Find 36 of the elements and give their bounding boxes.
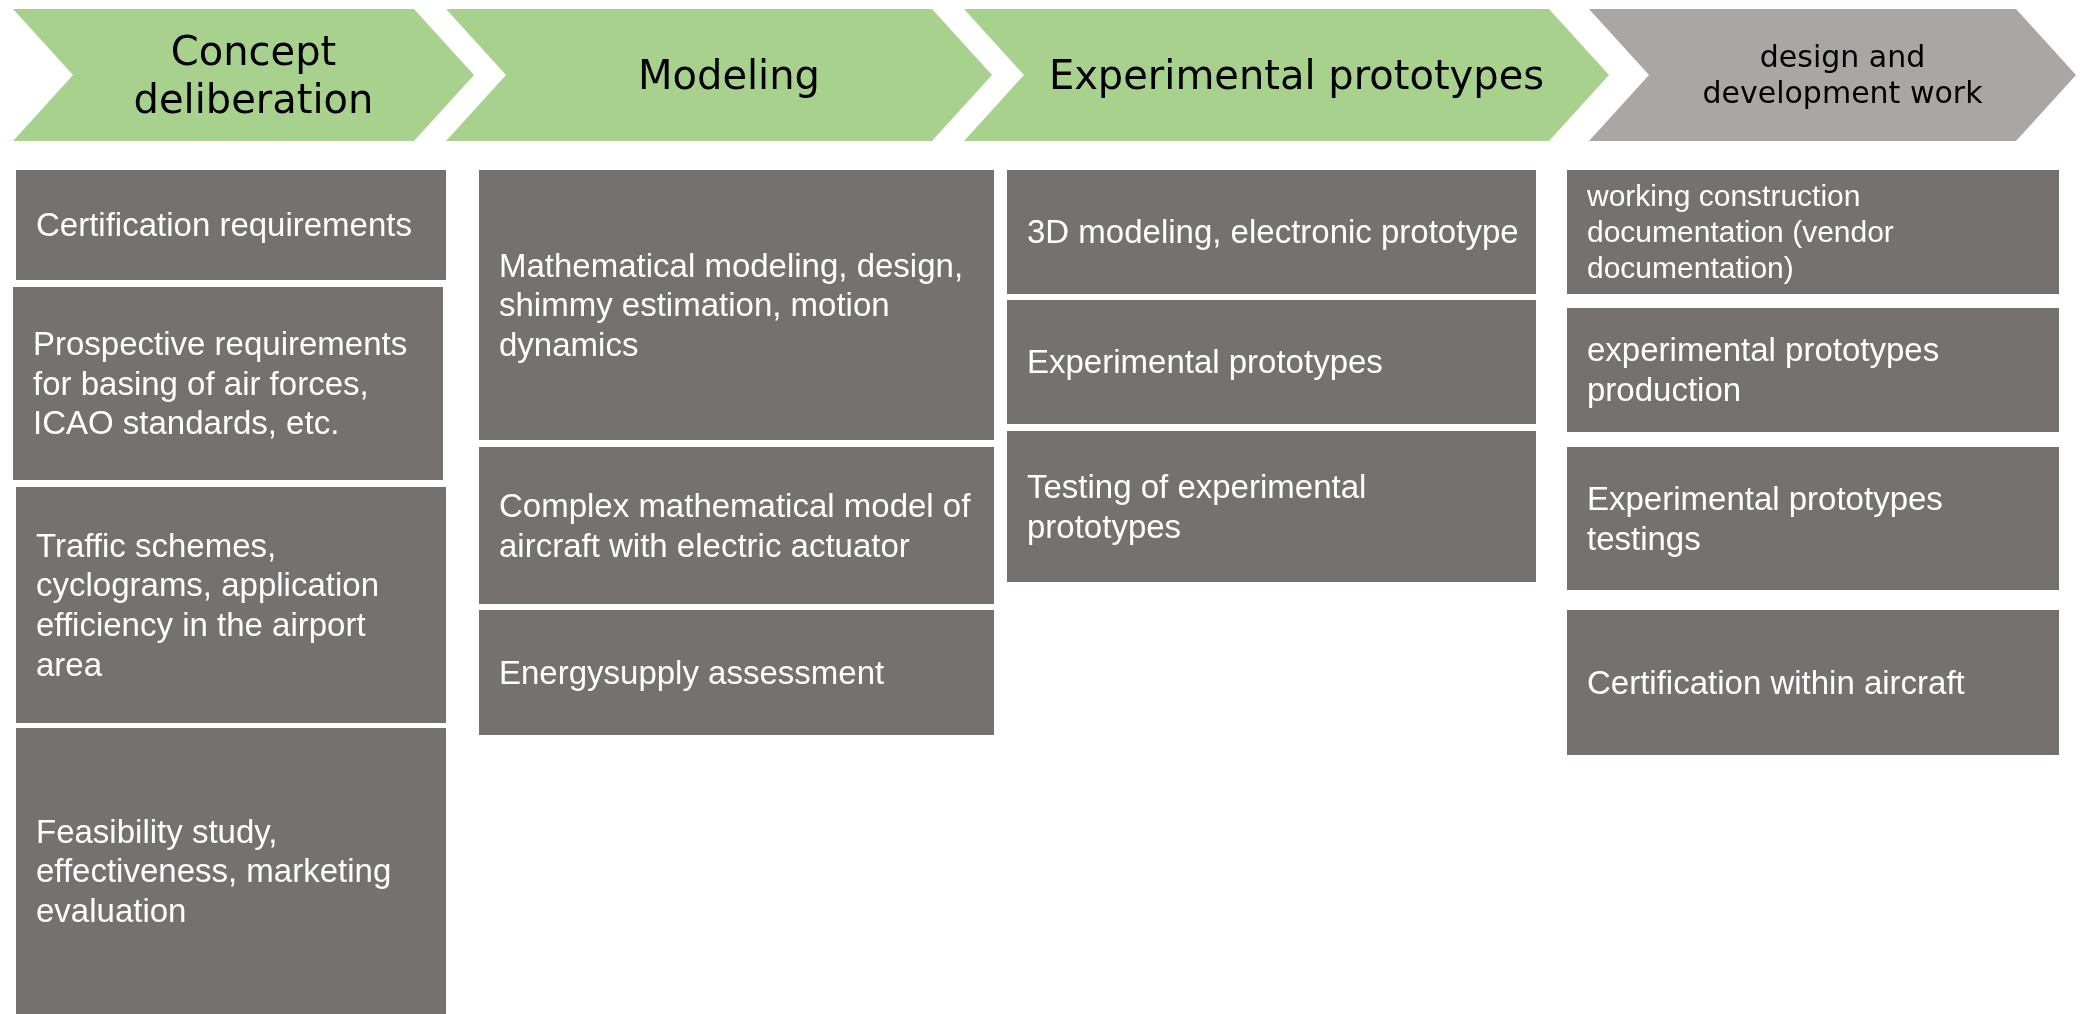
box-text: Experimental prototypes testings bbox=[1587, 478, 1944, 559]
process-box bbox=[16, 487, 446, 723]
box-text: Mathematical modeling, design, shimmy estimation, motion dynamics bbox=[499, 245, 965, 365]
step-title: Experimental prototypes bbox=[1047, 51, 1546, 99]
box-text: Prospective requirements for basing of air forces, ICAO standards, etc. bbox=[33, 324, 409, 443]
chevron-step bbox=[13, 9, 474, 141]
process-box bbox=[1007, 300, 1536, 424]
process-box bbox=[1567, 447, 2059, 590]
box-text: working construction documentation (vendor documentation) bbox=[1587, 178, 1895, 286]
step-title: design and development work bbox=[1701, 39, 1984, 111]
process-box bbox=[479, 170, 994, 440]
process-box bbox=[16, 170, 446, 280]
box-text: Complex mathematical model of aircraft with electric actuator bbox=[499, 485, 972, 566]
process-box bbox=[16, 728, 446, 1014]
process-box bbox=[479, 447, 994, 604]
box-text: Experimental prototypes bbox=[1027, 342, 1383, 382]
chevron-step bbox=[446, 9, 992, 141]
step-title: Modeling bbox=[637, 51, 821, 99]
chevron-step bbox=[1589, 9, 2076, 141]
process-box bbox=[1567, 308, 2059, 432]
box-text: 3D modeling, electronic prototype bbox=[1027, 212, 1519, 252]
box-text: Feasibility study, effectiveness, marketing evaluation bbox=[36, 811, 393, 931]
step-title: Concept deliberation bbox=[132, 27, 375, 123]
process-box bbox=[1567, 170, 2059, 294]
box-text: experimental prototypes production bbox=[1587, 330, 1941, 410]
chevron-step bbox=[964, 9, 1609, 141]
box-text: Testing of experimental prototypes bbox=[1027, 466, 1368, 547]
process-box bbox=[1567, 610, 2059, 755]
process-box bbox=[1007, 170, 1536, 294]
process-box bbox=[479, 610, 994, 735]
box-text: Certification within aircraft bbox=[1587, 662, 1965, 703]
process-box bbox=[13, 287, 443, 480]
box-text: Traffic schemes, cyclograms, application efficiency in the airport area bbox=[36, 525, 380, 685]
box-text: Energysupply assessment bbox=[499, 652, 885, 693]
process-box bbox=[1007, 431, 1536, 582]
box-text: Certification requirements bbox=[36, 205, 412, 245]
